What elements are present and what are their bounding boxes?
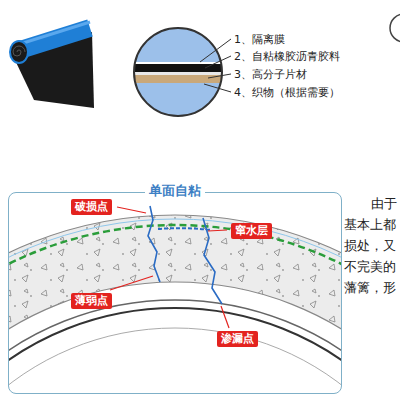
callout-tag: 渗漏点 xyxy=(217,331,258,347)
layer-section xyxy=(130,26,230,119)
membrane-roll xyxy=(10,22,94,108)
section-outline xyxy=(134,28,222,116)
layer-label: 1、隔离膜 xyxy=(234,32,285,47)
body-text: 损处，又 xyxy=(344,237,396,255)
section-panel: 单面自粘破损点窜水层薄弱点渗漏点 xyxy=(8,192,342,394)
callout-text: 窜水层 xyxy=(235,224,268,238)
body-text: 基本上都 xyxy=(344,216,396,234)
callout-tag: 窜水层 xyxy=(231,223,272,239)
layer-label: 3、高分子片材 xyxy=(234,67,307,82)
callout-text: 薄弱点 xyxy=(75,294,108,308)
panel-heading: 单面自粘 xyxy=(145,182,205,200)
callout-tag: 薄弱点 xyxy=(71,293,112,309)
callout-tag: 破损点 xyxy=(71,199,112,215)
partial-figure xyxy=(390,14,400,42)
leader-lines xyxy=(200,39,231,92)
layer-label: 2、自粘橡胶沥青胶料 xyxy=(234,49,340,64)
layer-label: 4、织物（根据需要） xyxy=(234,85,340,100)
arch-section xyxy=(9,206,341,393)
callout-text: 破损点 xyxy=(75,200,108,214)
callout-text: 渗漏点 xyxy=(221,332,254,346)
body-text: 由于 xyxy=(371,195,397,213)
body-text: 藩篱，形 xyxy=(344,279,396,297)
body-text: 不完美的 xyxy=(344,258,396,276)
